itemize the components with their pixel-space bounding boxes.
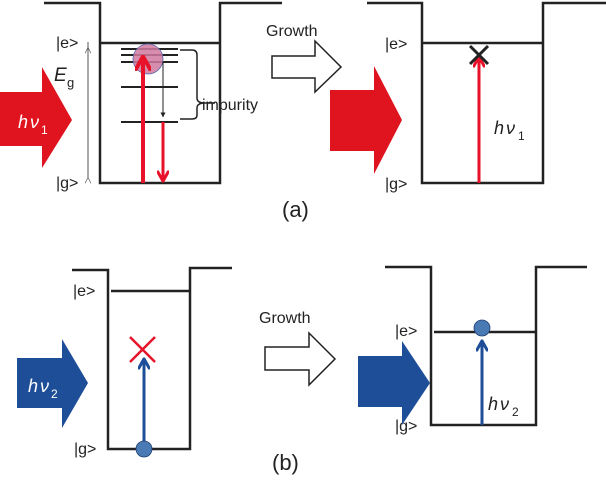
ground-state-label: |g> [56,175,78,192]
svg-text:g: g [67,75,74,90]
growth-arrow-a: Growth [266,23,343,94]
svg-text:h: h [18,112,28,132]
quantum-well-outline [44,1,282,185]
svg-text:2: 2 [51,387,58,401]
ground-state-label: |g> [395,418,417,435]
photon-arrow-hv1 [330,66,402,174]
electron-excited [473,319,491,337]
svg-text:h: h [494,118,504,138]
photon-arrow-hv2 [17,339,88,428]
photon-arrow-hv2 [358,341,430,425]
panel-b-after: |e> |g> h ν 2 [358,265,587,435]
svg-text:h: h [28,376,38,396]
panel-label-b: (b) [272,450,299,475]
electron-excited [132,43,164,75]
panel-a-after: |e> |g> h ν 1 [330,1,606,193]
svg-text:ν: ν [40,376,49,396]
panel-label-a: (a) [282,197,309,222]
photon-arrow-hv1 [0,67,72,168]
blocked-x-icon [129,336,156,363]
svg-text:h: h [488,394,498,414]
svg-text:1: 1 [518,129,525,143]
excited-state-label: |e> [73,283,95,300]
svg-text:ν: ν [506,118,515,138]
svg-text:ν: ν [30,112,39,132]
quantum-well-outline [367,1,606,185]
svg-text:2: 2 [512,405,519,419]
excited-state-label: |e> [395,323,417,340]
impurity-label: impurity [202,97,258,114]
svg-text:ν: ν [500,394,509,414]
excited-state-label: |e> [56,35,78,52]
electron-ground [135,440,153,458]
ground-state-label: |g> [74,441,96,458]
excited-state-label: |e> [385,36,407,53]
blocked-x-icon [468,44,490,66]
energy-gap-label: E [54,65,67,86]
svg-text:1: 1 [41,123,48,137]
ground-state-label: |g> [385,176,407,193]
growth-label: Growth [266,23,318,40]
growth-label: Growth [259,310,311,327]
panel-b-before: |e> |g> h ν 2 [17,266,232,458]
growth-arrow-b: Growth [259,310,337,387]
panel-a-before: impurity |e> |g> E g h ν 1 [0,1,282,192]
